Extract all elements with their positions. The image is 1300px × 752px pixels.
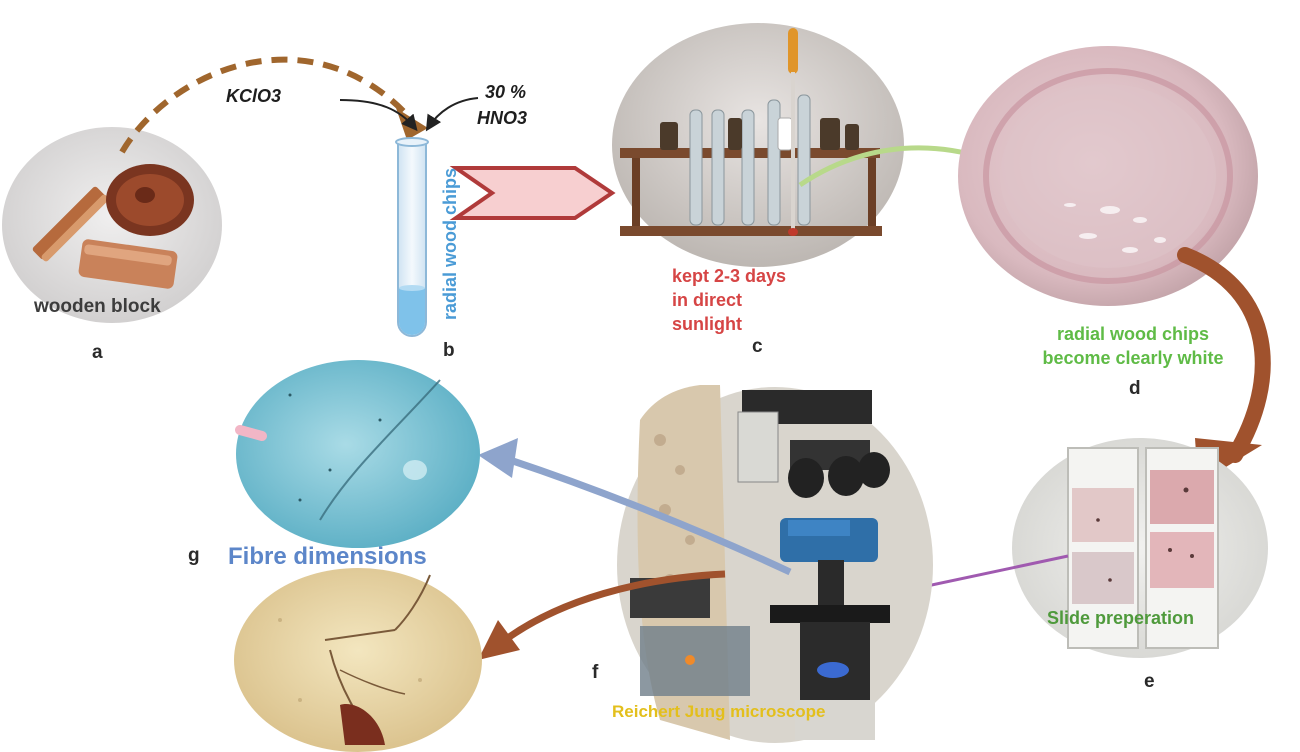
panel-letter-f: f <box>592 662 599 683</box>
panel-letter-g: g <box>188 545 200 566</box>
brown-arrow-d-to-e <box>1177 247 1271 463</box>
caption-slide-preparation: Slide preperation <box>1047 608 1195 628</box>
panel-letter-c: c <box>752 336 763 357</box>
caption-sunlight-line-2: in direct <box>672 290 743 310</box>
caption-wooden-block: wooden block <box>34 296 161 317</box>
panel-letter-e: e <box>1144 671 1155 692</box>
sunlight-rack-photo <box>612 23 904 267</box>
panel-letter-b: b <box>443 340 455 361</box>
chevron-arrow-b-to-c <box>449 166 616 220</box>
caption-chips-white-line-1: radial wood chips <box>1056 324 1210 344</box>
fibre-micrograph-blue <box>235 360 480 548</box>
panel-letter-d: d <box>1129 378 1141 399</box>
wood-stick-icon <box>32 186 109 262</box>
slides-photo <box>1012 438 1268 658</box>
blue-arrow-f-to-g-head <box>478 438 518 478</box>
wooden-block-photo <box>2 127 222 323</box>
dropper-icon <box>788 28 798 236</box>
reagent-hno3-concentration: 30 % <box>485 82 527 102</box>
hno3-arrow <box>425 97 479 132</box>
caption-chips-white-line-2: become clearly white <box>1042 348 1224 368</box>
fibre-micrograph-yellow <box>234 568 482 752</box>
wood-bar-icon <box>78 239 178 289</box>
caption-sunlight: kept 2-3 days in direct sunlight <box>672 264 842 336</box>
reagent-hno3: HNO3 <box>477 108 528 128</box>
caption-microscope: Reichert Jung microscope <box>612 702 826 721</box>
caption-fibre-dimensions: Fibre dimensions <box>228 543 427 570</box>
panel-letter-a: a <box>92 342 103 363</box>
test-tube-icon <box>395 137 429 337</box>
brown-arrow-f-to-fibre <box>502 570 726 643</box>
blue-arrow-f-to-g <box>508 456 792 576</box>
reagent-kclo3: KClO3 <box>226 86 282 106</box>
dashed-arrow-a-to-b <box>119 56 413 154</box>
caption-chips-white: radial wood chips become clearly white <box>1008 322 1258 370</box>
tube-label: radial wood chips <box>440 167 460 320</box>
caption-sunlight-line-3: sunlight <box>672 314 742 334</box>
petri-dish-photo <box>958 46 1258 306</box>
wood-disc-icon <box>106 164 194 236</box>
brown-arrow-f-to-fibre-head <box>478 620 520 660</box>
kclo3-arrow <box>339 99 418 132</box>
caption-sunlight-line-1: kept 2-3 days <box>672 266 787 286</box>
